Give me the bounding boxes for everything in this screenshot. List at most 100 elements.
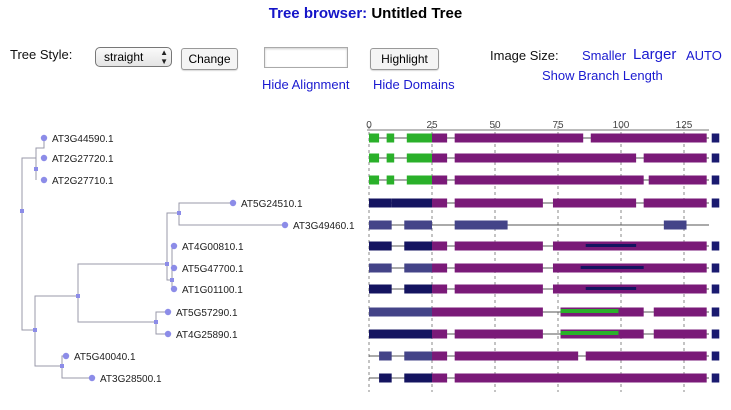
domain-block-end[interactable] xyxy=(711,284,720,294)
domain-block-slate[interactable] xyxy=(404,351,432,361)
domain-block-green[interactable] xyxy=(386,175,395,185)
domain-block-green[interactable] xyxy=(406,175,448,185)
domain-block-purple[interactable] xyxy=(585,351,707,361)
domain-block-purple[interactable] xyxy=(454,263,543,273)
domain-block-slate[interactable] xyxy=(404,220,432,230)
domain-block-navy[interactable] xyxy=(404,373,432,383)
show-branch-length-link[interactable]: Show Branch Length xyxy=(542,68,663,83)
highlight-input[interactable] xyxy=(264,47,348,68)
domain-block-purple[interactable] xyxy=(432,241,448,251)
domain-block-end[interactable] xyxy=(711,153,720,163)
domain-block-purple[interactable] xyxy=(653,307,707,317)
leaf-label[interactable]: AT3G28500.1 xyxy=(100,374,162,385)
leaf-label[interactable]: AT3G49460.1 xyxy=(293,221,355,232)
domain-block-navy[interactable] xyxy=(369,198,392,208)
domain-block-green[interactable] xyxy=(386,153,395,163)
domain-block-green[interactable] xyxy=(406,133,432,143)
leaf-node-dot[interactable] xyxy=(62,352,70,360)
highlight-button[interactable]: Highlight xyxy=(370,48,439,70)
domain-block-end[interactable] xyxy=(711,175,720,185)
domain-block-navy[interactable] xyxy=(585,287,637,290)
change-button[interactable]: Change xyxy=(181,48,238,70)
domain-block-green[interactable] xyxy=(369,175,380,185)
domain-block-purple[interactable] xyxy=(454,153,637,163)
domain-block-green[interactable] xyxy=(560,331,619,335)
domain-block-end[interactable] xyxy=(711,329,720,339)
domain-block-end[interactable] xyxy=(711,307,720,317)
domain-block-navy[interactable] xyxy=(580,266,644,269)
domain-block-purple[interactable] xyxy=(454,373,707,383)
larger-link[interactable]: Larger xyxy=(633,46,677,63)
domain-block-purple[interactable] xyxy=(432,198,448,208)
leaf-label[interactable]: AT5G24510.1 xyxy=(241,199,303,210)
domain-block-purple[interactable] xyxy=(618,329,644,339)
domain-block-purple[interactable] xyxy=(432,263,448,273)
domain-block-green[interactable] xyxy=(386,133,395,143)
domain-block-slate[interactable] xyxy=(404,263,432,273)
leaf-node-dot[interactable] xyxy=(170,264,178,272)
domain-block-purple[interactable] xyxy=(653,329,707,339)
domain-block-slate[interactable] xyxy=(369,220,392,230)
leaf-node-dot[interactable] xyxy=(229,199,237,207)
domain-block-purple[interactable] xyxy=(432,284,448,294)
domain-block-end[interactable] xyxy=(711,198,720,208)
domain-block-purple[interactable] xyxy=(432,351,448,361)
domain-block-navy[interactable] xyxy=(369,284,392,294)
leaf-label[interactable]: AT2G27720.1 xyxy=(52,154,114,165)
domain-block-purple[interactable] xyxy=(454,284,543,294)
leaf-node-dot[interactable] xyxy=(88,374,96,382)
domain-block-end[interactable] xyxy=(711,133,720,143)
domain-block-navy[interactable] xyxy=(379,373,392,383)
leaf-node-dot[interactable] xyxy=(164,308,172,316)
domain-block-navy[interactable] xyxy=(369,329,432,339)
domain-block-purple[interactable] xyxy=(432,329,448,339)
domain-block-end[interactable] xyxy=(711,351,720,361)
tree-style-select[interactable]: straight ▲▼ xyxy=(95,47,172,67)
domain-block-purple[interactable] xyxy=(432,307,543,317)
domain-block-purple[interactable] xyxy=(454,175,644,185)
domain-block-purple[interactable] xyxy=(454,133,584,143)
leaf-label[interactable]: AT5G57290.1 xyxy=(176,308,238,319)
leaf-label[interactable]: AT4G00810.1 xyxy=(182,242,244,253)
domain-block-end[interactable] xyxy=(711,263,720,273)
hide-alignment-link[interactable]: Hide Alignment xyxy=(262,77,350,92)
domain-block-purple[interactable] xyxy=(432,133,448,143)
domain-block-purple[interactable] xyxy=(552,198,637,208)
leaf-node-dot[interactable] xyxy=(164,330,172,338)
domain-block-purple[interactable] xyxy=(432,175,448,185)
domain-block-purple[interactable] xyxy=(643,153,707,163)
domain-block-purple[interactable] xyxy=(454,351,579,361)
hide-domains-link[interactable]: Hide Domains xyxy=(373,77,455,92)
leaf-label[interactable]: AT5G47700.1 xyxy=(182,264,244,275)
leaf-node-dot[interactable] xyxy=(40,176,48,184)
leaf-label[interactable]: AT3G44590.1 xyxy=(52,134,114,145)
domain-block-purple[interactable] xyxy=(454,241,543,251)
domain-block-purple[interactable] xyxy=(454,329,543,339)
domain-block-green[interactable] xyxy=(560,309,619,313)
domain-block-purple[interactable] xyxy=(432,373,448,383)
domain-block-slate[interactable] xyxy=(369,307,432,317)
domain-block-purple[interactable] xyxy=(618,307,644,317)
leaf-node-dot[interactable] xyxy=(40,134,48,142)
auto-link[interactable]: AUTO xyxy=(686,48,722,63)
leaf-label[interactable]: AT4G25890.1 xyxy=(176,330,238,341)
domain-block-slate[interactable] xyxy=(379,351,392,361)
domain-block-slate[interactable] xyxy=(663,220,687,230)
domain-block-purple[interactable] xyxy=(643,198,707,208)
domain-block-end[interactable] xyxy=(711,373,720,383)
domain-block-navy[interactable] xyxy=(369,241,392,251)
domain-block-slate[interactable] xyxy=(454,220,508,230)
domain-block-purple[interactable] xyxy=(454,198,543,208)
leaf-node-dot[interactable] xyxy=(281,221,289,229)
domain-block-green[interactable] xyxy=(406,153,432,163)
leaf-label[interactable]: AT2G27710.1 xyxy=(52,176,114,187)
domain-block-green[interactable] xyxy=(369,133,380,143)
domain-block-navy[interactable] xyxy=(391,198,432,208)
domain-block-end[interactable] xyxy=(711,241,720,251)
leaf-label[interactable]: AT1G01100.1 xyxy=(182,285,243,296)
leaf-node-dot[interactable] xyxy=(170,285,178,293)
domain-block-green[interactable] xyxy=(369,153,380,163)
domain-block-navy[interactable] xyxy=(404,284,432,294)
leaf-node-dot[interactable] xyxy=(170,242,178,250)
domain-block-purple[interactable] xyxy=(648,175,707,185)
